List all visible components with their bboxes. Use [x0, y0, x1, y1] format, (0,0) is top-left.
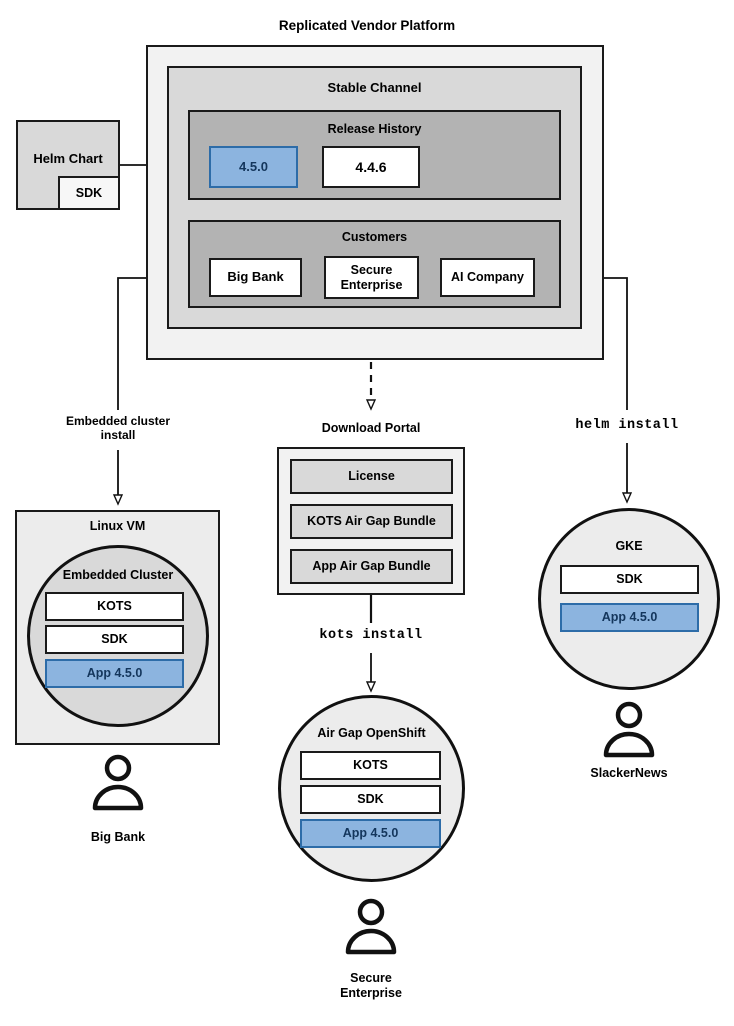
gke-title: GKE: [615, 539, 643, 553]
path-label-embedded-install: Embedded cluster install: [65, 414, 171, 443]
linux-vm-component-sdk[interactable]: SDK: [45, 625, 184, 654]
download-portal-artifact-app-airgap[interactable]: App Air Gap Bundle: [290, 549, 453, 584]
linux-vm-title: Linux VM: [89, 519, 146, 533]
air-gap-openshift-title: Air Gap OpenShift: [317, 726, 426, 740]
customer-box-big-bank[interactable]: Big Bank: [209, 258, 302, 297]
customer-box-ai-company[interactable]: AI Company: [440, 258, 535, 297]
release-item-446[interactable]: 4.4.6: [322, 146, 420, 188]
path-label-kots-install: kots install: [319, 628, 423, 643]
download-portal-artifact-kots-airgap[interactable]: KOTS Air Gap Bundle: [290, 504, 453, 539]
stable-channel-title: Stable Channel: [327, 80, 422, 95]
gke-component-sdk[interactable]: SDK: [560, 565, 699, 594]
customers-title: Customers: [341, 230, 408, 244]
path-label-download-portal: Download Portal: [321, 421, 421, 435]
page-title: Replicated Vendor Platform: [278, 18, 456, 33]
customer-label-big-bank: Big Bank: [90, 830, 146, 844]
customer-label-slackernews: SlackerNews: [590, 766, 668, 780]
person-icon-slackernews: [599, 699, 659, 759]
air-gap-component-sdk[interactable]: SDK: [300, 785, 441, 814]
gke-component-app[interactable]: App 4.5.0: [560, 603, 699, 632]
release-history-title: Release History: [327, 122, 422, 136]
helm-chart-sdk-box[interactable]: SDK: [58, 176, 120, 210]
linux-vm-component-app[interactable]: App 4.5.0: [45, 659, 184, 688]
linux-vm-component-kots[interactable]: KOTS: [45, 592, 184, 621]
gke-circle: [538, 508, 720, 690]
release-item-450[interactable]: 4.5.0: [209, 146, 298, 188]
air-gap-component-kots[interactable]: KOTS: [300, 751, 441, 780]
person-icon-secure-enterprise: [341, 896, 401, 956]
customer-box-secure-enterprise[interactable]: Secure Enterprise: [324, 256, 419, 299]
download-portal-artifact-license[interactable]: License: [290, 459, 453, 494]
embedded-cluster-title: Embedded Cluster: [62, 568, 174, 582]
customer-label-secure-enterprise: Secure Enterprise: [340, 971, 402, 1000]
path-label-helm-install: helm install: [575, 418, 679, 433]
person-icon-big-bank: [88, 752, 148, 812]
air-gap-component-app[interactable]: App 4.5.0: [300, 819, 441, 848]
